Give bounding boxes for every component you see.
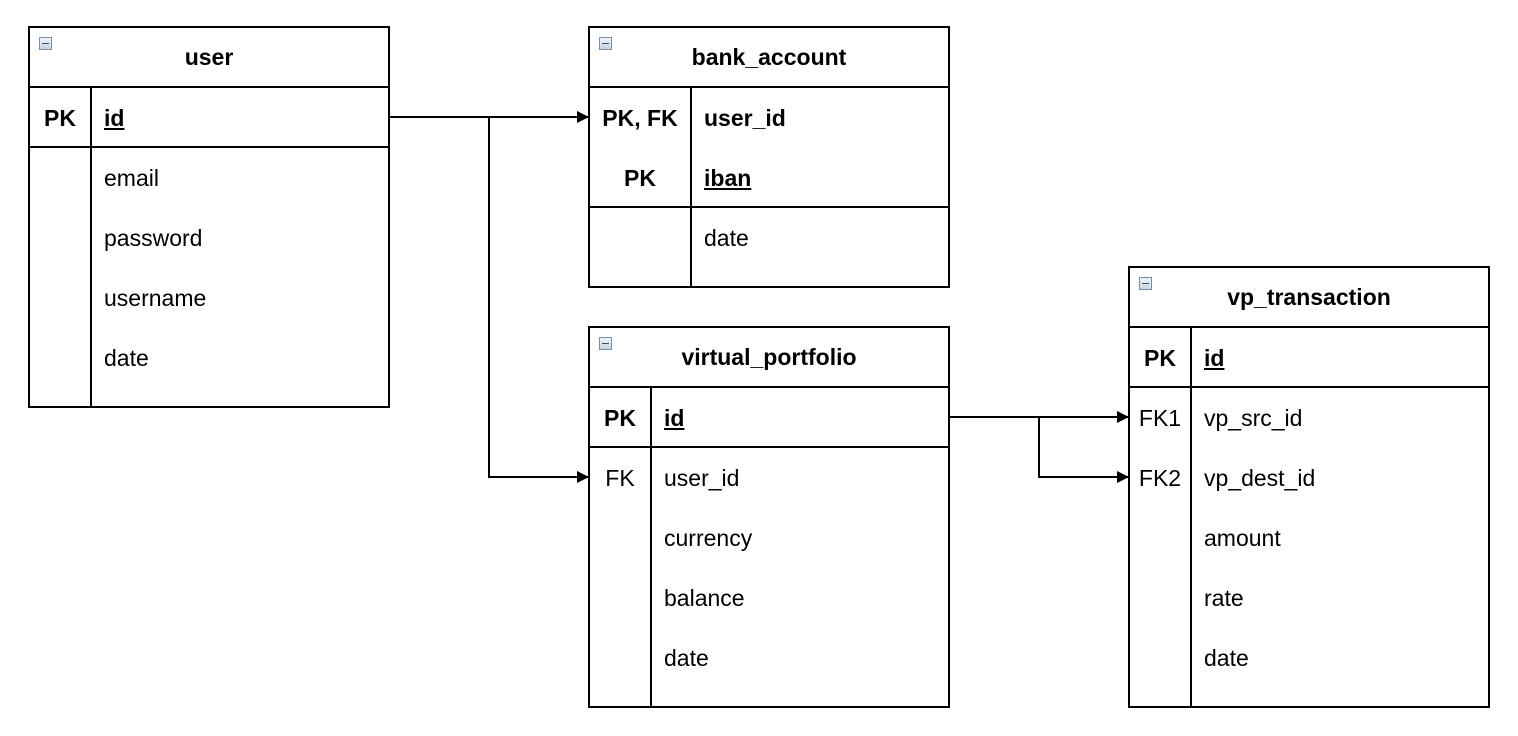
- table-header: user: [30, 28, 388, 88]
- fields-section: FK user_id currency balance date: [590, 448, 948, 706]
- key-label: FK: [605, 464, 635, 491]
- key-label: [30, 328, 90, 388]
- table-row[interactable]: PK id: [30, 88, 388, 148]
- fields-section: FK1 vp_src_id FK2 vp_dest_id amount rate…: [1130, 388, 1488, 706]
- field-name: id: [1204, 344, 1225, 371]
- pk-section: PK id: [1130, 328, 1488, 388]
- field-name: password: [104, 224, 203, 251]
- table-row[interactable]: currency: [590, 508, 948, 568]
- table-row[interactable]: date: [590, 628, 948, 688]
- table-row[interactable]: username: [30, 268, 388, 328]
- key-label: [590, 508, 650, 568]
- key-label: PK, FK: [602, 104, 678, 131]
- table-row[interactable]: date: [590, 208, 948, 268]
- field-name: vp_src_id: [1204, 404, 1303, 431]
- fields-section: date: [590, 208, 948, 286]
- key-label: PK: [1144, 344, 1176, 371]
- table-vp-transaction[interactable]: vp_transaction PK id FK1 vp_src_id FK2 v…: [1128, 266, 1490, 708]
- field-name: amount: [1204, 524, 1281, 551]
- table-user[interactable]: user PK id email password username date: [28, 26, 390, 408]
- field-name: balance: [664, 584, 745, 611]
- table-title: virtual_portfolio: [681, 343, 857, 370]
- table-row[interactable]: PK iban: [590, 148, 948, 208]
- table-row[interactable]: amount: [1130, 508, 1488, 568]
- table-title: user: [184, 43, 234, 70]
- key-label: [1130, 568, 1190, 628]
- key-label: [30, 208, 90, 268]
- field-name: currency: [664, 524, 753, 551]
- pk-section: PK id: [30, 88, 388, 148]
- field-name: user_id: [664, 464, 740, 491]
- key-label: [30, 268, 90, 328]
- collapse-icon[interactable]: [39, 37, 52, 50]
- field-name: id: [104, 104, 125, 131]
- key-label: [1130, 508, 1190, 568]
- table-title: vp_transaction: [1227, 283, 1391, 310]
- key-label: PK: [624, 164, 656, 191]
- field-name: username: [104, 284, 207, 311]
- table-title: bank_account: [691, 43, 847, 70]
- field-name: user_id: [704, 104, 786, 131]
- pk-section: PK id: [590, 388, 948, 448]
- edge-vp-to-vp-dest: [1038, 417, 1129, 483]
- table-header: bank_account: [590, 28, 948, 88]
- table-row[interactable]: rate: [1130, 568, 1488, 628]
- table-row[interactable]: FK user_id: [590, 448, 948, 508]
- key-label: [30, 148, 90, 208]
- edge-user-to-virtual-portfolio: [488, 117, 589, 483]
- collapse-icon[interactable]: [599, 37, 612, 50]
- field-name: date: [704, 224, 749, 251]
- key-label: [1130, 628, 1190, 688]
- field-name: date: [1204, 644, 1249, 671]
- table-row[interactable]: FK2 vp_dest_id: [1130, 448, 1488, 508]
- field-name: email: [104, 164, 159, 191]
- fields-section: email password username date: [30, 148, 388, 406]
- table-row[interactable]: date: [1130, 628, 1488, 688]
- table-row[interactable]: FK1 vp_src_id: [1130, 388, 1488, 448]
- collapse-icon[interactable]: [599, 337, 612, 350]
- table-header: vp_transaction: [1130, 268, 1488, 328]
- key-label: [590, 628, 650, 688]
- key-label: PK: [44, 104, 76, 131]
- key-label: [590, 208, 690, 268]
- field-name: date: [104, 344, 149, 371]
- table-header: virtual_portfolio: [590, 328, 948, 388]
- field-name: rate: [1204, 584, 1244, 611]
- field-name: date: [664, 644, 709, 671]
- table-row[interactable]: balance: [590, 568, 948, 628]
- table-row[interactable]: PK id: [590, 388, 948, 448]
- field-name: vp_dest_id: [1204, 464, 1316, 491]
- collapse-icon[interactable]: [1139, 277, 1152, 290]
- key-label: FK1: [1138, 404, 1182, 431]
- table-row[interactable]: PK, FK user_id: [590, 88, 948, 148]
- key-label: PK: [604, 404, 636, 431]
- key-label: FK2: [1138, 464, 1182, 491]
- table-row[interactable]: email: [30, 148, 388, 208]
- key-label: [590, 568, 650, 628]
- field-name: id: [664, 404, 685, 431]
- table-row[interactable]: date: [30, 328, 388, 388]
- table-row[interactable]: password: [30, 208, 388, 268]
- pk-section: PK, FK user_id PK iban: [590, 88, 948, 208]
- field-name: iban: [704, 164, 752, 191]
- table-bank-account[interactable]: bank_account PK, FK user_id PK iban date: [588, 26, 950, 288]
- table-row[interactable]: PK id: [1130, 328, 1488, 388]
- table-virtual-portfolio[interactable]: virtual_portfolio PK id FK user_id curre…: [588, 326, 950, 708]
